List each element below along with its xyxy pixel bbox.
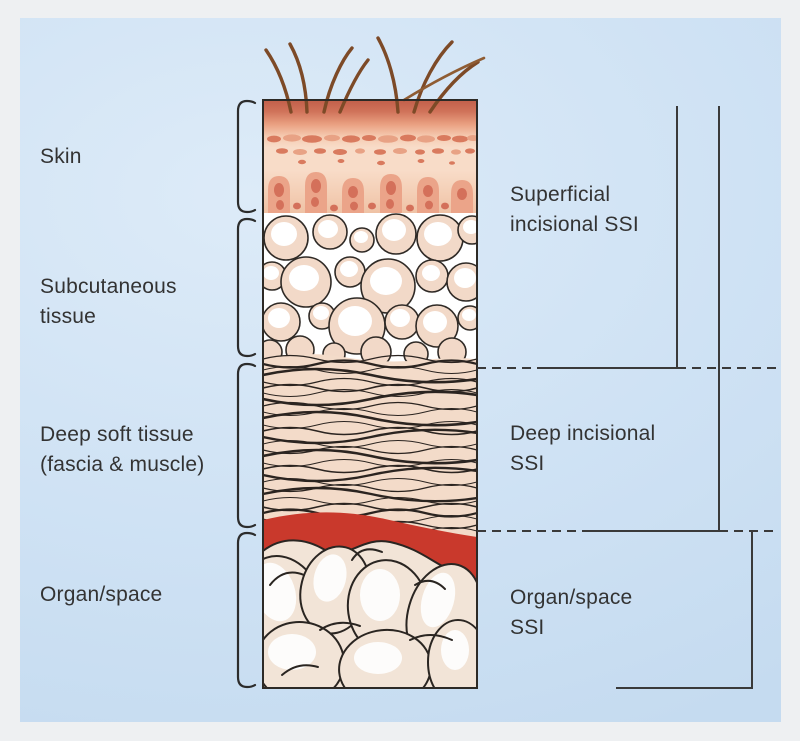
dermal-papillae: [268, 172, 473, 213]
label-organ-space: Organ/space: [40, 580, 162, 610]
layer-braces: [236, 99, 257, 689]
tissue-column-border: [262, 99, 478, 689]
brace-subcutaneous: [236, 217, 257, 358]
label-organ-ssi-line-1: Organ/space: [510, 586, 633, 609]
subcutaneous-layer-art: [263, 213, 477, 368]
fascia-muscle-layer-art: [263, 354, 477, 560]
label-subcutaneous-line-1: Subcutaneous: [40, 275, 177, 298]
label-deep-soft-tissue-line-1: Deep soft tissue: [40, 423, 194, 446]
label-subcutaneous-tissue: Subcutaneous tissue: [40, 272, 177, 332]
label-organ-space-ssi: Organ/space SSI: [510, 583, 632, 643]
label-deep-incisional-ssi: Deep incisional SSI: [510, 419, 655, 479]
hair-icon: [264, 36, 486, 114]
label-deep-soft-tissue-line-2: (fascia & muscle): [40, 453, 205, 476]
label-subcutaneous-line-2: tissue: [40, 305, 97, 328]
label-skin: Skin: [40, 142, 82, 172]
label-deep-ssi-line-1: Deep incisional: [510, 422, 656, 445]
label-deep-soft-tissue: Deep soft tissue (fascia & muscle): [40, 420, 204, 480]
brace-skin: [236, 99, 257, 214]
ssi-extent-lines: [477, 106, 777, 689]
label-deep-ssi-line-2: SSI: [510, 452, 545, 475]
label-skin-line: Skin: [40, 145, 82, 168]
label-superficial-ssi-line-2: incisional SSI: [510, 213, 639, 236]
label-superficial-ssi-line-1: Superficial: [510, 183, 611, 206]
brace-organ-space: [236, 531, 257, 689]
skin-layer-art: [263, 100, 477, 213]
dermis-dots: [267, 134, 477, 166]
label-organ-space-line: Organ/space: [40, 583, 163, 606]
brace-deep-soft-tissue: [236, 362, 257, 529]
label-superficial-incisional-ssi: Superficial incisional SSI: [510, 180, 639, 240]
organ-ssi-extent-line: [616, 531, 753, 689]
organ-layer-art: [263, 539, 477, 688]
label-organ-ssi-line-2: SSI: [510, 616, 545, 639]
